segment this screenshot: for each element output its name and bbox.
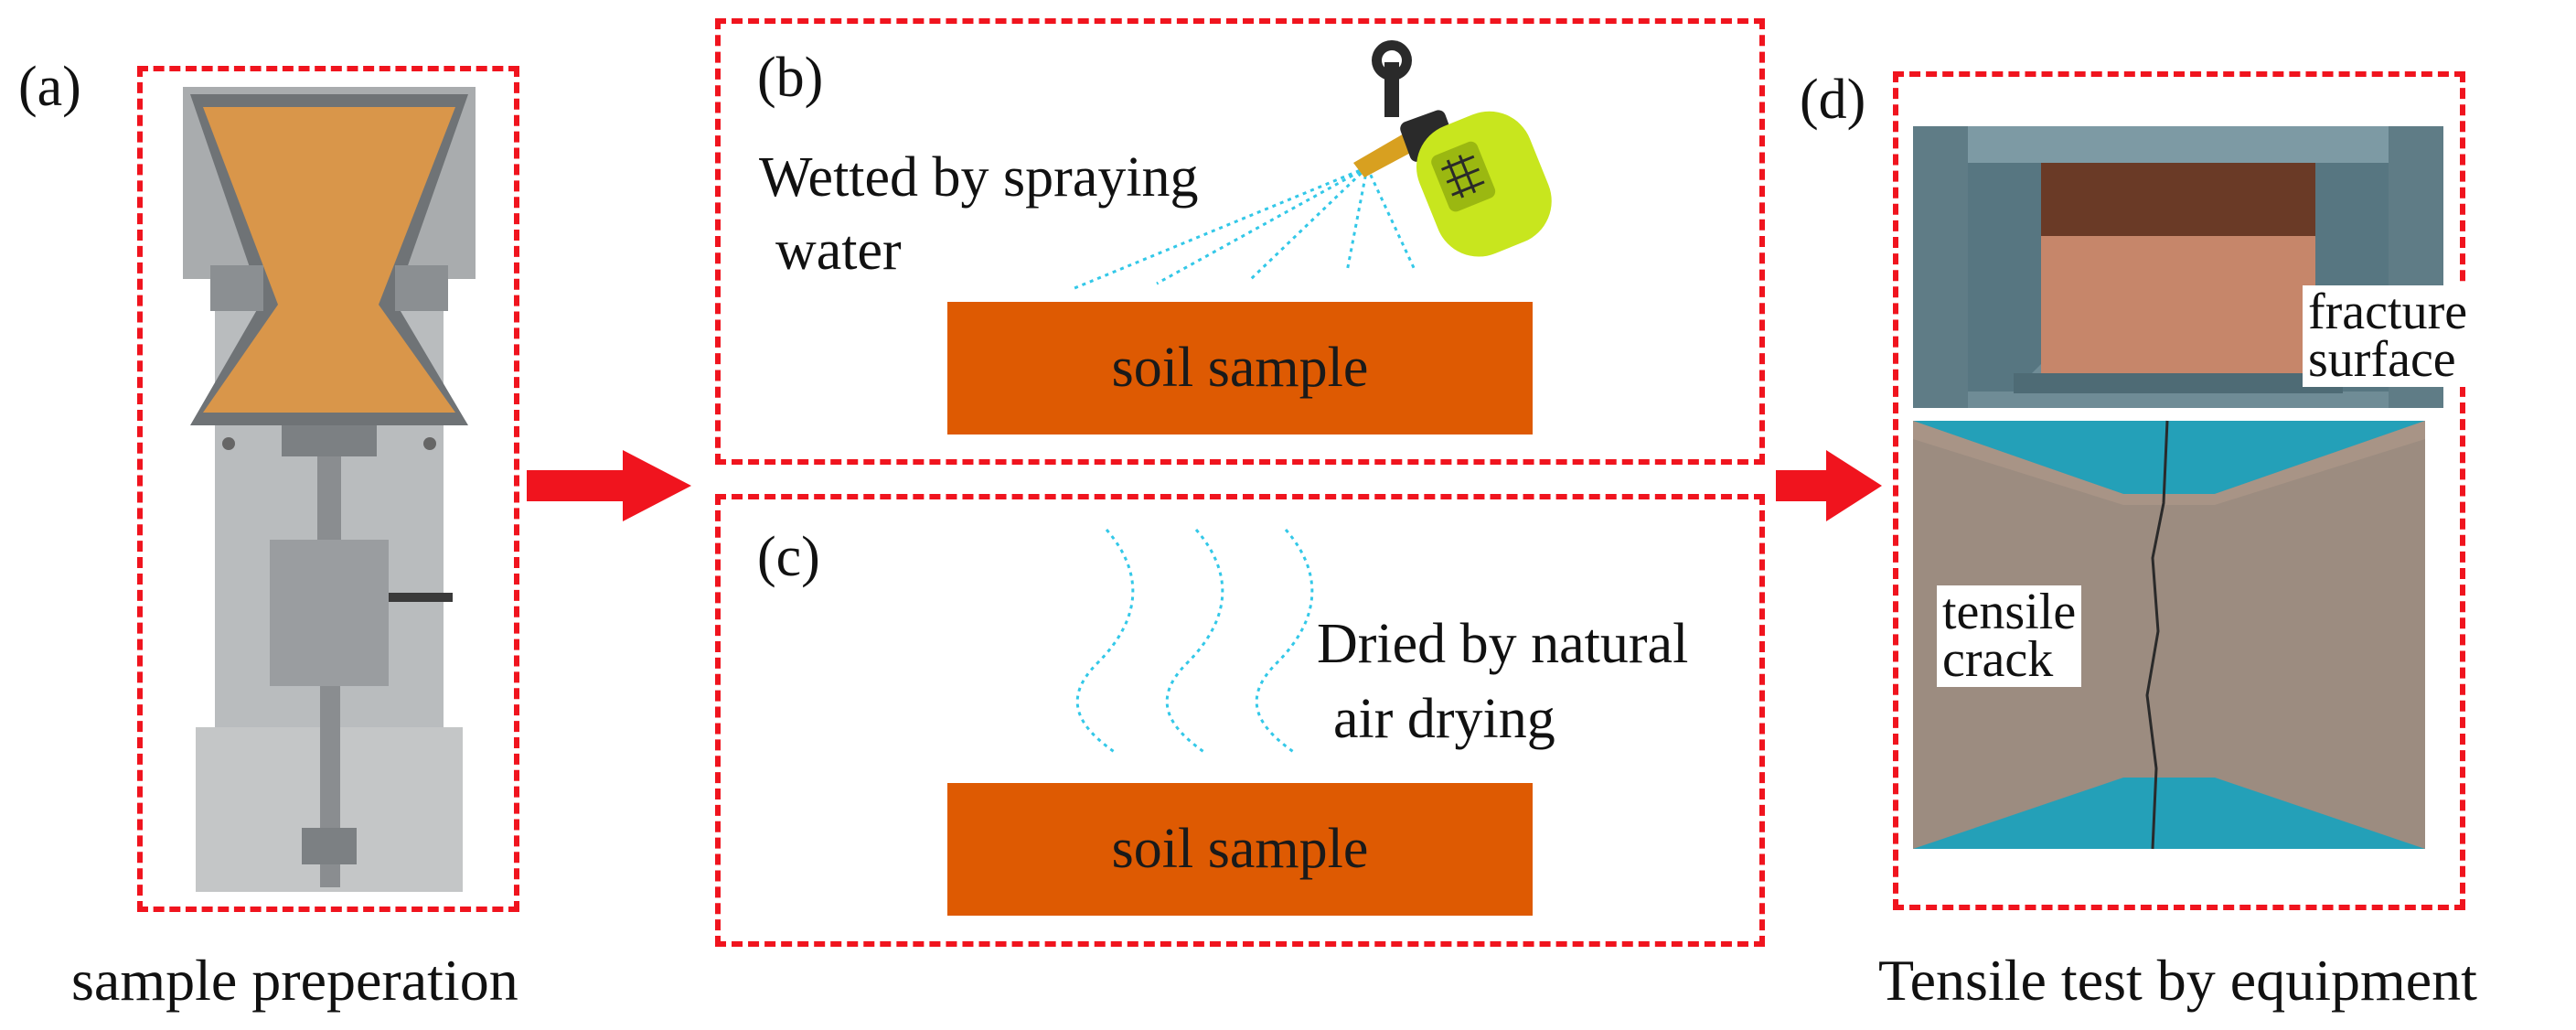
panel-c-soil-sample-label: soil sample: [1111, 818, 1369, 880]
arrow-a-to-bc: [527, 450, 691, 521]
panel-b-frame: [715, 18, 1765, 465]
annotation-fracture-line2: surface: [2308, 330, 2456, 388]
tensile-crack-photo: [1913, 420, 2425, 850]
panel-b-label: (b): [757, 47, 824, 109]
panel-a-label: (a): [18, 56, 81, 118]
panel-b-action-text-line1: Wetted by spraying: [759, 146, 1199, 209]
annotation-tensile-line1: tensile: [1942, 584, 2077, 640]
panel-b-action-text-line2: water: [775, 220, 902, 282]
spray-lines: [1074, 166, 1417, 290]
panel-b-soil-sample-label: soil sample: [1111, 337, 1369, 399]
panel-c-label: (c): [757, 526, 820, 588]
panel-c-action-text-line2: air drying: [1333, 688, 1555, 750]
panel-b-soil-sample: soil sample: [947, 302, 1533, 435]
spray-bottle-icon: [1353, 40, 1552, 257]
arrow-bc-to-d: [1776, 450, 1882, 521]
panel-d-frame: [1893, 71, 2465, 910]
annotation-tensile-line2: crack: [1942, 630, 2054, 688]
fracture-surface-annotation: fracture surface: [2303, 284, 2474, 388]
panel-c-action-text-line1: Dried by natural: [1317, 613, 1689, 675]
panel-a-caption: sample preperation: [71, 948, 518, 1013]
drying-wave-lines: [1075, 529, 1314, 755]
panel-c-soil-sample: soil sample: [947, 783, 1533, 916]
panel-d-label: (d): [1800, 69, 1866, 131]
panel-d-caption: Tensile test by equipment: [1878, 948, 2477, 1013]
annotation-fracture-line1: fracture: [2308, 284, 2468, 340]
tensile-crack-annotation: tensile crack: [1937, 584, 2082, 688]
sample-mold-photo: [183, 87, 476, 892]
panel-a-frame: [137, 66, 519, 912]
panel-c-frame: [715, 494, 1765, 947]
